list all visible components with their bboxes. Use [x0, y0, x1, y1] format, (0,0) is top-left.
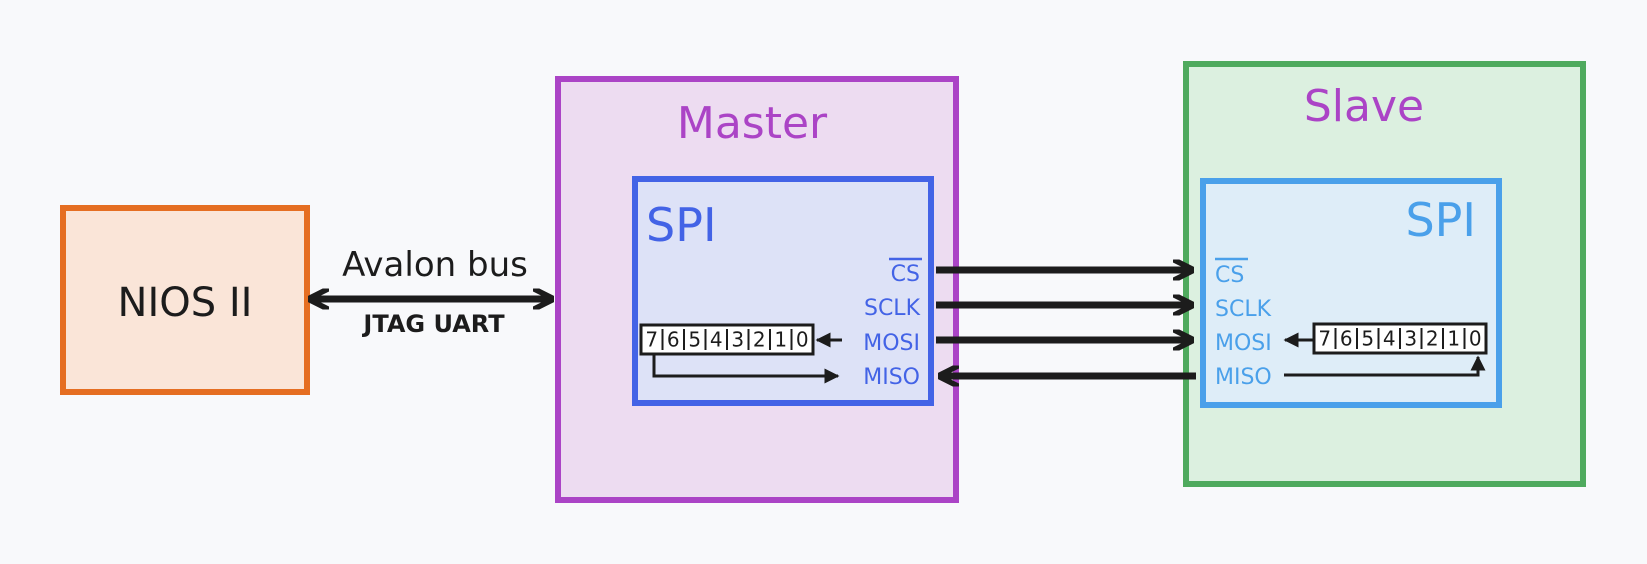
- slave-register-bit: 7: [1318, 327, 1331, 351]
- master-register-bit: 2: [753, 328, 766, 352]
- slave-spi-box: [1200, 178, 1502, 408]
- master-register-bit: 1: [774, 328, 787, 352]
- slave-register-bit: 5: [1361, 327, 1374, 351]
- slave-pin-miso: MISO: [1215, 365, 1272, 390]
- nios-label: NIOS II: [118, 280, 253, 326]
- master-register-to-miso-arrow: [652, 354, 840, 384]
- master-pin-sclk: SCLK: [864, 296, 921, 321]
- slave-register-bit: 3: [1404, 327, 1417, 351]
- slave-register-bit: 4: [1383, 327, 1396, 351]
- slave-register-bit: 1: [1447, 327, 1460, 351]
- master-register-bit: 6: [667, 328, 680, 352]
- master-title: Master: [677, 98, 828, 149]
- master-pin-cs: CS: [891, 262, 920, 287]
- master-register-bit: 7: [645, 328, 658, 352]
- avalon-bus-label: Avalon bus: [342, 245, 528, 285]
- slave-register-bit: 0: [1469, 327, 1482, 351]
- master-spi-title: SPI: [646, 198, 717, 252]
- slave-spi-title: SPI: [1405, 193, 1476, 247]
- slave-register-bit: 2: [1426, 327, 1439, 351]
- master-register-bit: 3: [731, 328, 744, 352]
- master-register-bit: 0: [796, 328, 809, 352]
- jtag-uart-label: JTAG UART: [361, 310, 505, 338]
- slave-pin-mosi: MOSI: [1215, 331, 1272, 356]
- slave-title: Slave: [1304, 81, 1424, 132]
- slave-miso-to-register-arrow: [1284, 355, 1486, 377]
- slave-pin-cs: CS: [1215, 263, 1244, 288]
- avalon-bus: Avalon bus JTAG UART: [312, 245, 550, 338]
- nios-block: NIOS II: [60, 205, 310, 395]
- master-spi-box: [632, 176, 934, 406]
- slave-pin-sclk: SCLK: [1215, 297, 1272, 322]
- nios-box: [60, 205, 310, 395]
- master-register-bit: 4: [710, 328, 723, 352]
- slave-register-bit: 6: [1340, 327, 1353, 351]
- spi-wires: [936, 270, 1196, 376]
- master-pin-miso: MISO: [863, 365, 920, 390]
- master-register-bit: 5: [688, 328, 701, 352]
- master-pin-mosi: MOSI: [863, 331, 920, 356]
